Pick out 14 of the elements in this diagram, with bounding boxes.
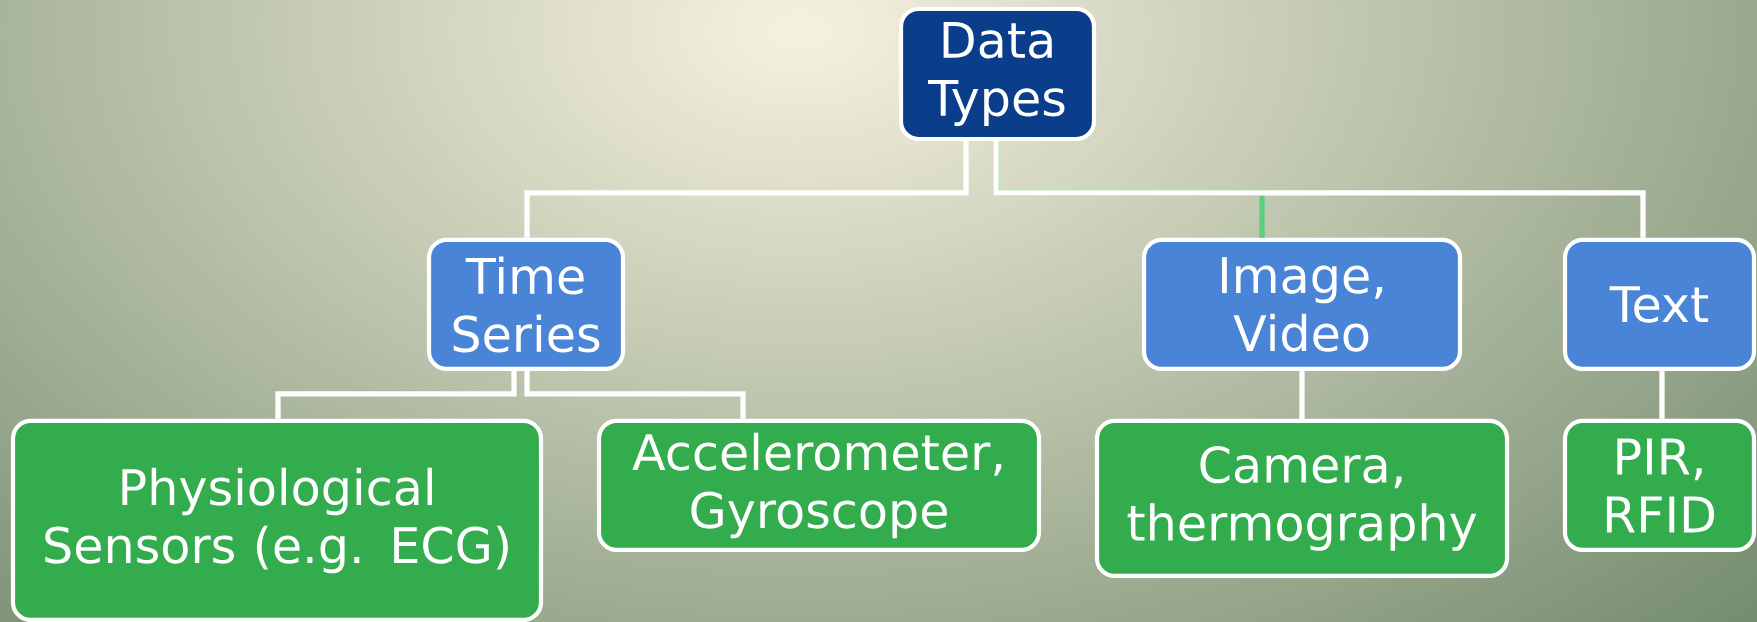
connector — [524, 371, 746, 419]
category-box: Data Types — [898, 6, 1097, 142]
connector — [524, 141, 969, 238]
category-box: Physiological Sensors (e.g. ECG) — [10, 418, 544, 622]
connector — [993, 141, 1646, 238]
category-box: Time Series — [426, 237, 626, 372]
connector — [1299, 371, 1305, 419]
connector — [275, 371, 517, 419]
category-box: PIR, RFID — [1562, 418, 1757, 553]
category-box: Camera, thermography — [1094, 418, 1510, 579]
connector — [1659, 371, 1665, 419]
category-box: Image, Video — [1141, 237, 1463, 372]
category-box: Text — [1562, 237, 1757, 372]
category-box: Accelerometer, Gyroscope — [596, 418, 1042, 553]
